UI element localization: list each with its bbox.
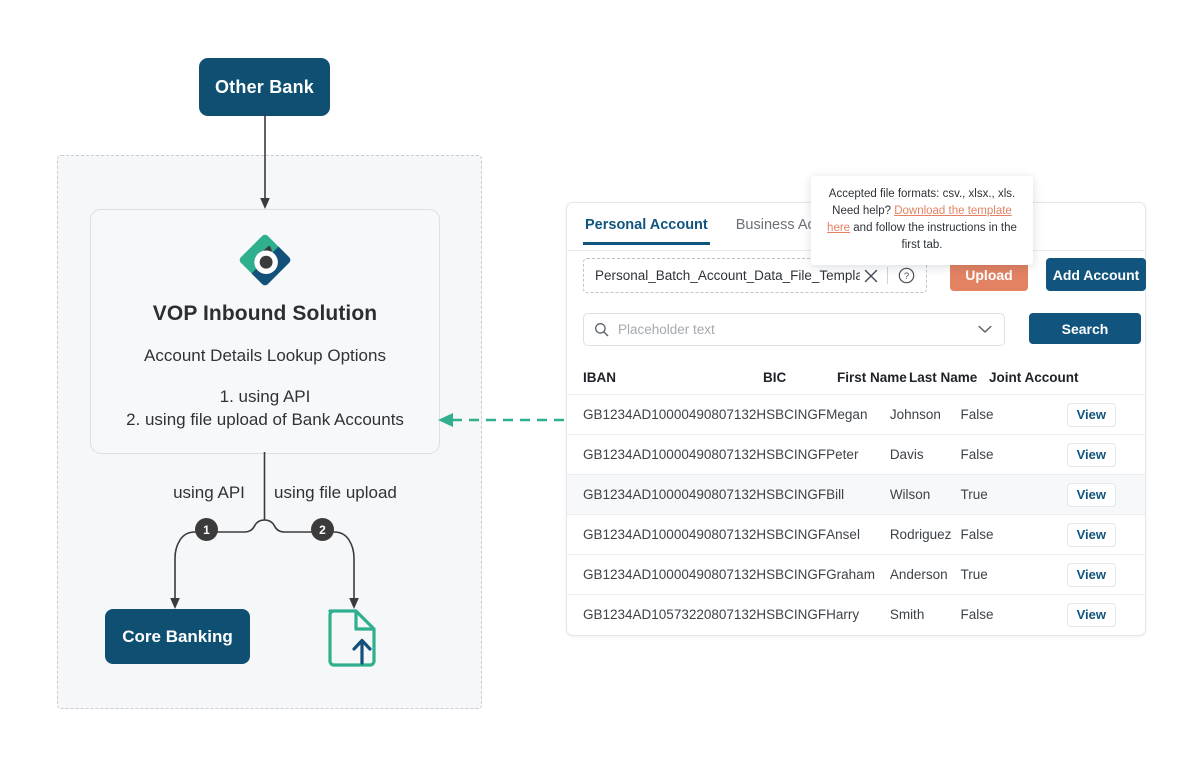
question-mark-circle-icon[interactable]: ?: [894, 264, 918, 288]
vop-inbound-solution-card: VOP Inbound Solution Account Details Loo…: [90, 209, 440, 454]
download-template-link[interactable]: Download the template here: [827, 205, 1012, 234]
cell-actions: View: [1066, 522, 1129, 547]
file-format-tooltip: Accepted file formats: csv., xlsx., xls.…: [811, 176, 1033, 265]
cell-last-name: Johnson: [889, 407, 941, 422]
core-banking-label: Core Banking: [122, 626, 233, 646]
cell-first-name: Bill: [826, 487, 845, 502]
cell-last-name: Anderson: [889, 567, 948, 582]
cell-last-name: Smith: [889, 607, 925, 622]
cell-bic: HSBCINGF: [756, 567, 827, 582]
cell-iban: GB1234AD10000490807132: [583, 407, 757, 422]
branch-badge-1-label: 1: [203, 522, 210, 537]
tab-personal-account-label: Personal Account: [585, 217, 708, 233]
view-button[interactable]: View: [1066, 562, 1116, 587]
cell-joint-account: False: [960, 607, 994, 622]
branch-label-using-file-upload: using file upload: [274, 483, 397, 502]
column-header-joint-account: Joint Account: [989, 370, 1079, 385]
view-button[interactable]: View: [1066, 482, 1116, 507]
other-bank-label: Other Bank: [214, 76, 315, 97]
svg-text:?: ?: [903, 271, 908, 282]
cell-bic: HSBCINGF: [756, 487, 827, 502]
cell-actions: View: [1066, 482, 1129, 507]
view-button[interactable]: View: [1066, 442, 1116, 467]
vop-subtitle: Account Details Lookup Options: [144, 346, 386, 365]
cell-iban: GB1234AD10000490807132: [583, 447, 757, 462]
vop-option-1: 1. using API: [219, 387, 311, 406]
view-button[interactable]: View: [1066, 602, 1116, 627]
cell-iban: GB1234AD10000490807132: [583, 567, 757, 582]
branch-badge-2: 2: [311, 518, 334, 541]
b-diamond-logo-icon: [239, 234, 291, 286]
cell-iban: GB1234AD10000490807132: [583, 487, 757, 502]
cell-last-name: Rodriguez: [889, 527, 952, 542]
selected-file-name: Personal_Batch_Account_Data_File_Templat…: [595, 268, 860, 283]
branch-connectors: [170, 452, 359, 609]
accounts-table: IBAN BIC First Name Last Name Joint Acco…: [567, 361, 1145, 634]
tab-personal-account[interactable]: Personal Account: [583, 212, 710, 245]
close-x-icon[interactable]: [860, 265, 882, 287]
cell-joint-account: True: [960, 487, 988, 502]
cell-first-name: Harry: [826, 607, 860, 622]
add-account-button[interactable]: Add Account: [1046, 258, 1146, 291]
cell-last-name: Wilson: [889, 487, 931, 502]
column-header-first-name: First Name: [837, 370, 907, 385]
column-header-last-name: Last Name: [909, 370, 978, 385]
core-banking-node: Core Banking: [105, 609, 250, 664]
cell-joint-account: True: [960, 567, 988, 582]
other-bank-to-vop-arrow: [260, 114, 270, 209]
cell-joint-account: False: [960, 447, 994, 462]
view-button[interactable]: View: [1066, 522, 1116, 547]
cell-bic: HSBCINGF: [756, 527, 827, 542]
cell-first-name: Megan: [826, 407, 868, 422]
view-button[interactable]: View: [1066, 402, 1116, 427]
cell-iban: GB1234AD10573220807132: [583, 607, 757, 622]
branch-badge-2-label: 2: [319, 522, 326, 537]
search-button[interactable]: Search: [1029, 313, 1141, 344]
tooltip-line-2-suffix: and follow the instructions in the first…: [850, 222, 1017, 251]
cell-joint-account: False: [960, 407, 994, 422]
field-divider: [887, 267, 888, 284]
column-header-bic: BIC: [763, 370, 787, 385]
accounts-panel: Personal Account Business Account Person…: [566, 202, 1146, 636]
file-upload-icon: [328, 609, 376, 667]
other-bank-node: Other Bank: [199, 58, 330, 116]
cell-joint-account: False: [960, 527, 994, 542]
cell-first-name: Ansel: [826, 527, 860, 542]
architecture-diagram: Other Bank VOP Inbound Solution Account …: [0, 0, 520, 761]
search-input[interactable]: [609, 321, 978, 338]
tooltip-line-2-prefix: Need help?: [832, 205, 895, 217]
cell-actions: View: [1066, 402, 1129, 427]
column-header-iban: IBAN: [583, 370, 616, 385]
cell-bic: HSBCINGF: [756, 407, 827, 422]
cell-actions: View: [1066, 562, 1129, 587]
green-dashed-arrow-icon: [438, 413, 574, 427]
cell-first-name: Peter: [826, 447, 859, 462]
vop-title: VOP Inbound Solution: [152, 302, 378, 325]
vop-option-2: 2. using file upload of Bank Accounts: [126, 410, 404, 429]
cell-actions: View: [1066, 442, 1129, 467]
cell-first-name: Graham: [826, 567, 875, 582]
cell-bic: HSBCINGF: [756, 447, 827, 462]
cell-iban: GB1234AD10000490807132: [583, 527, 757, 542]
search-icon: [594, 322, 609, 337]
cell-bic: HSBCINGF: [756, 607, 827, 622]
cell-last-name: Davis: [889, 447, 924, 462]
search-row: Search: [583, 313, 1141, 346]
table-header-row: IBAN BIC First Name Last Name Joint Acco…: [567, 361, 1145, 394]
cell-actions: View: [1066, 602, 1129, 627]
chevron-down-icon[interactable]: [978, 325, 992, 334]
branch-label-using-api: using API: [173, 483, 245, 502]
tooltip-line-1: Accepted file formats: csv., xlsx., xls.: [828, 188, 1016, 200]
search-field-wrapper[interactable]: [583, 313, 1005, 346]
branch-badge-1: 1: [195, 518, 218, 541]
